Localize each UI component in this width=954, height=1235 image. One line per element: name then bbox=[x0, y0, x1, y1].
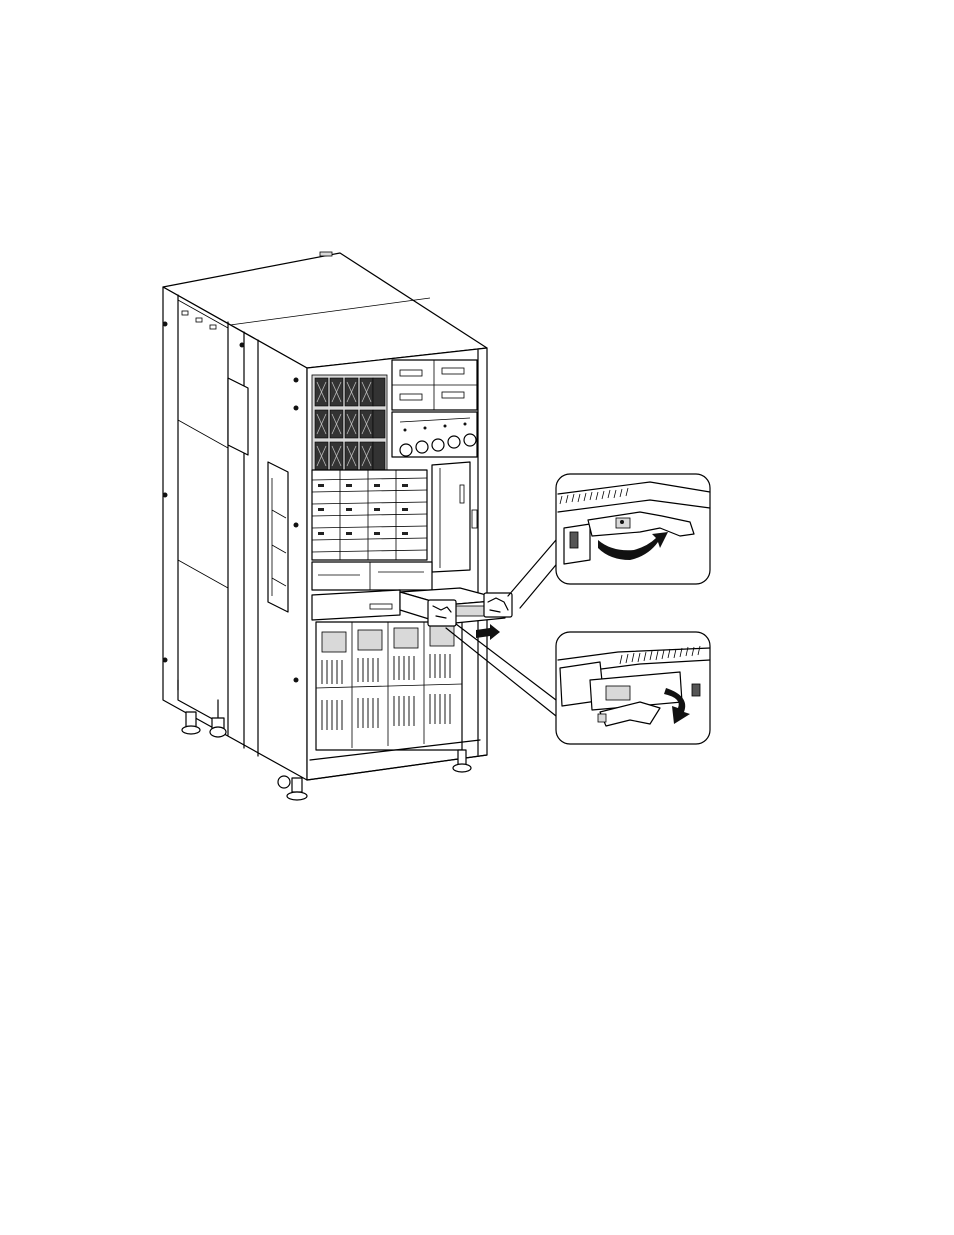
fan-unit-grid bbox=[312, 375, 387, 475]
drive-bays bbox=[316, 622, 462, 750]
power-connectors bbox=[392, 412, 477, 457]
server-cabinet bbox=[163, 252, 488, 800]
callout-lever-open-detail bbox=[556, 474, 710, 584]
board-slots bbox=[312, 462, 477, 572]
psu-slots bbox=[392, 360, 477, 410]
callout-lever-down-detail bbox=[556, 632, 710, 744]
